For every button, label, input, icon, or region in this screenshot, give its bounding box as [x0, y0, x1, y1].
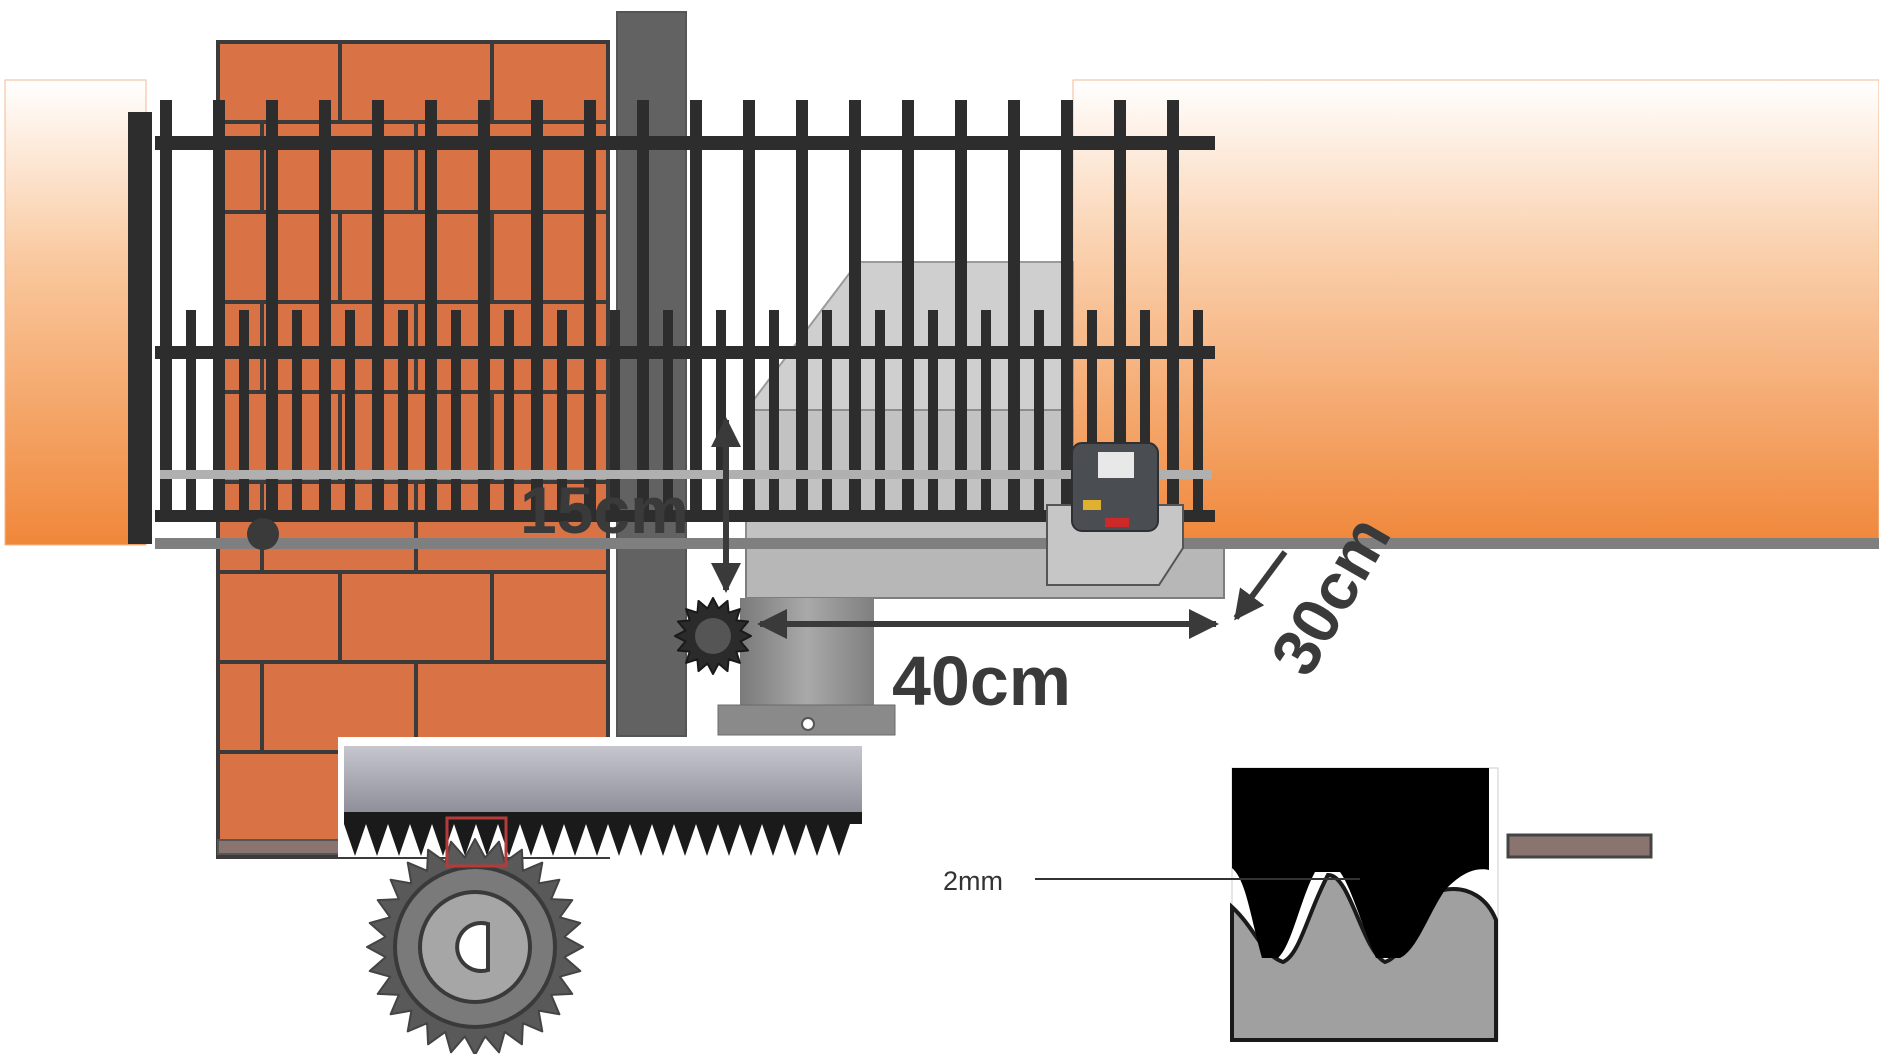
- gate-short-picket: [769, 310, 779, 520]
- rack-pinion-detail: [338, 737, 868, 1054]
- gate-motor-icon: [1046, 442, 1184, 586]
- gate-short-picket: [451, 310, 461, 520]
- clearance-label: 2mm: [943, 866, 1003, 896]
- gate-picket: [584, 100, 596, 520]
- gate-picket: [372, 100, 384, 520]
- tooth-clearance-zoom: 2mm: [943, 767, 1499, 1042]
- gate-short-picket: [557, 310, 567, 520]
- gate-picket: [796, 100, 808, 520]
- gate-picket: [637, 100, 649, 520]
- gate-short-picket: [504, 310, 514, 520]
- gate-short-picket: [1193, 310, 1203, 520]
- small-pinion-icon: [674, 597, 752, 675]
- gate-short-picket: [822, 310, 832, 520]
- right-wall: [1072, 79, 1879, 546]
- gate-picket: [478, 100, 490, 520]
- height-dimension-label: 15cm: [520, 473, 689, 547]
- motor-pedestal: [717, 598, 896, 736]
- gate-short-picket: [1087, 310, 1097, 520]
- gate-picket: [955, 100, 967, 520]
- gate-picket: [849, 100, 861, 520]
- gate-picket: [160, 100, 172, 520]
- gate-short-picket: [716, 310, 726, 520]
- gate-picket: [1114, 100, 1126, 520]
- gate-picket: [1167, 100, 1179, 520]
- depth-dimension-label: 40cm: [892, 642, 1071, 720]
- ground-rail-left: [217, 839, 341, 855]
- gate-picket: [425, 100, 437, 520]
- gate-short-picket: [1034, 310, 1044, 520]
- left-wall: [4, 79, 147, 546]
- gate-short-picket: [398, 310, 408, 520]
- gate-picket: [531, 100, 543, 520]
- gate-short-picket: [1140, 310, 1150, 520]
- ground-rail-right: [1506, 833, 1653, 859]
- gate-post: [616, 11, 687, 737]
- gate-picket: [743, 100, 755, 520]
- dimension-arrows: [711, 417, 1288, 639]
- sliding-gate-icon: [128, 100, 1879, 550]
- gate-short-picket: [928, 310, 938, 520]
- gate-short-picket: [292, 310, 302, 520]
- gate-short-picket: [186, 310, 196, 520]
- gate-picket: [690, 100, 702, 520]
- gate-picket: [319, 100, 331, 520]
- gate-short-picket: [345, 310, 355, 520]
- gate-short-picket: [663, 310, 673, 520]
- gate-short-picket: [610, 310, 620, 520]
- gate-short-picket: [239, 310, 249, 520]
- gate-picket: [1061, 100, 1073, 520]
- gate-picket: [902, 100, 914, 520]
- gate-short-picket: [875, 310, 885, 520]
- gate-short-picket: [981, 310, 991, 520]
- gate-picket: [213, 100, 225, 520]
- gate-picket: [266, 100, 278, 520]
- gate-picket: [1008, 100, 1020, 520]
